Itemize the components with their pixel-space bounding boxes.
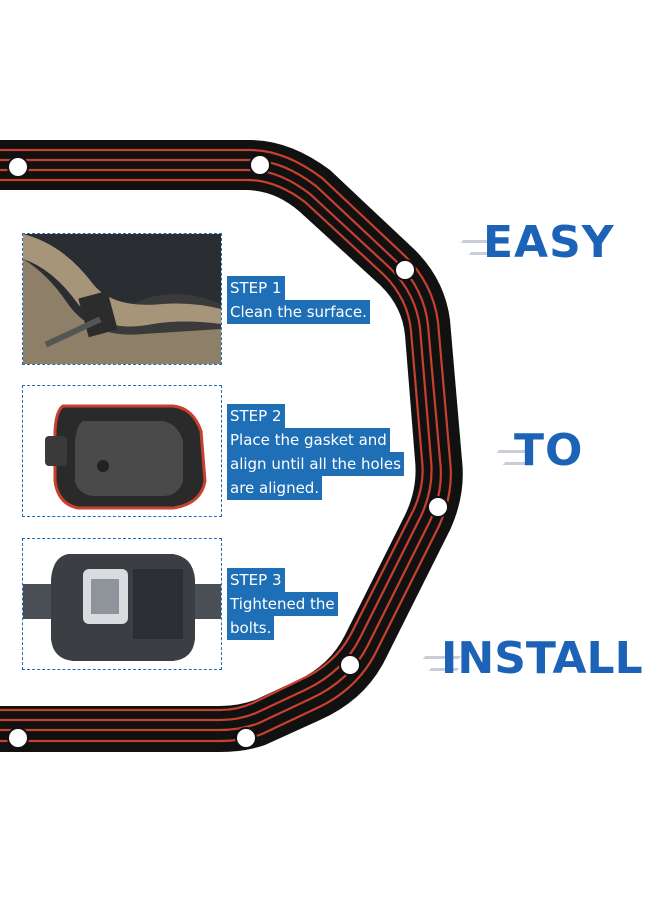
step3-label: STEP 3 xyxy=(227,568,285,592)
bolt-hole xyxy=(249,154,271,176)
step2-text: STEP 2 Place the gasket and align until … xyxy=(227,404,404,500)
step3-line2: bolts. xyxy=(227,616,275,640)
bolt-hole xyxy=(235,727,257,749)
step2-photo xyxy=(22,385,222,517)
headline-install: INSTALL xyxy=(441,633,643,684)
bolt-hole xyxy=(339,654,361,676)
gasket-bead-inner xyxy=(0,168,433,722)
bolt-hole xyxy=(7,727,29,749)
bolt-hole xyxy=(394,259,416,281)
step3-photo xyxy=(22,538,222,670)
headline-to: TO xyxy=(514,425,584,476)
headline-easy: EASY xyxy=(483,217,615,268)
step3-text: STEP 3 Tightened the bolts. xyxy=(227,568,338,640)
step3-line1: Tightened the xyxy=(227,592,338,616)
gasket-bead-outer xyxy=(0,148,452,743)
gasket-bead-innermost xyxy=(0,178,424,712)
bolt-hole xyxy=(427,496,449,518)
step2-line3: are aligned. xyxy=(227,476,323,500)
step1-label: STEP 1 xyxy=(227,276,285,300)
step1-text: STEP 1 Clean the surface. xyxy=(227,276,370,324)
step1-photo xyxy=(22,233,222,365)
step2-line1: Place the gasket and xyxy=(227,428,390,452)
gasket-bead-mid xyxy=(0,158,442,732)
step2-label: STEP 2 xyxy=(227,404,285,428)
step2-line2: align until all the holes xyxy=(227,452,404,476)
step1-line1: Clean the surface. xyxy=(227,300,370,324)
bolt-hole xyxy=(7,156,29,178)
bolt-holes xyxy=(7,154,449,749)
